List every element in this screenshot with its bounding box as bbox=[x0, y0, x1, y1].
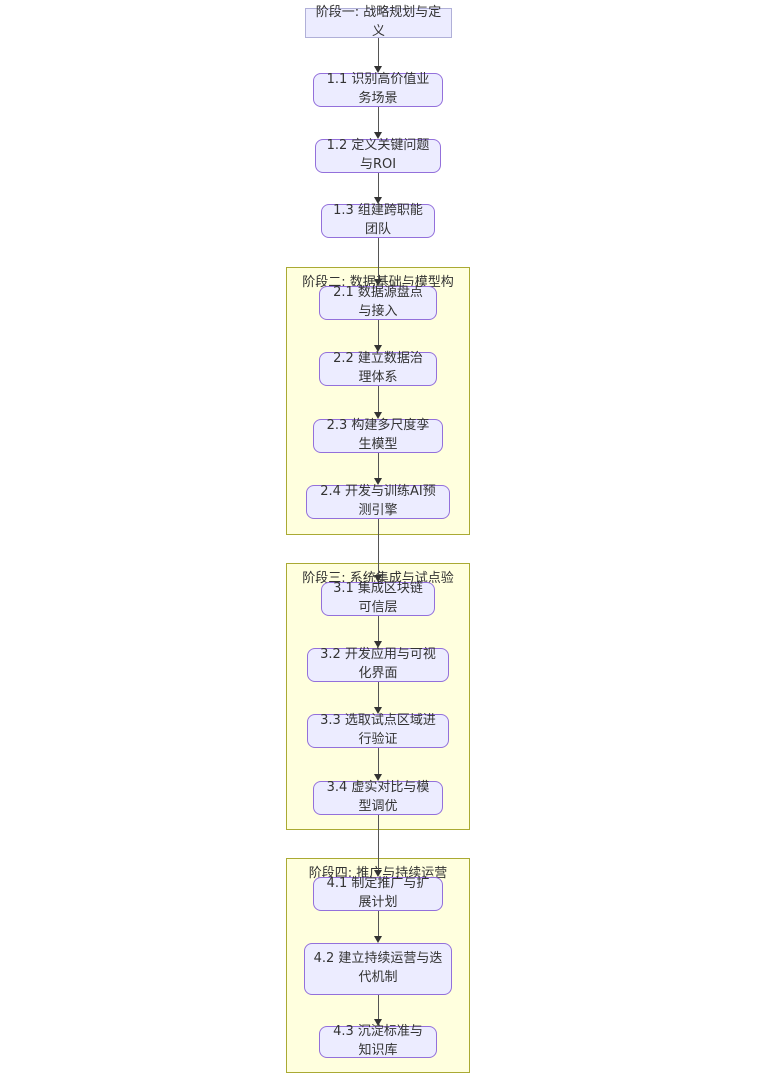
arrow bbox=[374, 452, 383, 485]
arrowhead-icon bbox=[374, 774, 382, 781]
node-1-1: 1.1 识别高价值业务场景 bbox=[313, 72, 443, 107]
node-1-2: 1.2 定义关键问题与ROI bbox=[315, 138, 441, 173]
arrowhead-icon bbox=[374, 197, 382, 204]
arrowhead-icon bbox=[374, 478, 382, 485]
arrowhead-icon bbox=[374, 936, 382, 943]
arrowhead-icon bbox=[374, 279, 382, 286]
arrowhead-icon bbox=[374, 870, 382, 877]
arrowhead-icon bbox=[374, 66, 382, 73]
phase1-title-node: 阶段一: 战略规划与定义 bbox=[305, 5, 452, 39]
arrow bbox=[374, 616, 383, 648]
node-4-1: 4.1 制定推广与扩展计划 bbox=[313, 876, 443, 911]
arrowhead-icon bbox=[374, 641, 382, 648]
arrow bbox=[374, 107, 383, 139]
arrow bbox=[374, 995, 383, 1026]
arrow bbox=[374, 38, 383, 73]
node-3-4: 3.4 虚实对比与模型调优 bbox=[313, 780, 443, 815]
node-2-1: 2.1 数据源盘点与接入 bbox=[319, 285, 437, 320]
arrow bbox=[374, 238, 383, 286]
arrow bbox=[374, 748, 383, 781]
arrow bbox=[374, 386, 383, 419]
arrow bbox=[374, 911, 383, 943]
node-2-2: 2.2 建立数据治理体系 bbox=[319, 351, 437, 386]
arrowhead-icon bbox=[374, 575, 382, 582]
arrowhead-icon bbox=[374, 1019, 382, 1026]
arrowhead-icon bbox=[374, 132, 382, 139]
node-3-2: 3.2 开发应用与可视化界面 bbox=[307, 647, 449, 682]
arrow bbox=[374, 320, 383, 352]
node-4-3: 4.3 沉淀标准与知识库 bbox=[319, 1024, 437, 1058]
node-2-4: 2.4 开发与训练AI预测引擎 bbox=[306, 484, 450, 519]
arrowhead-icon bbox=[374, 345, 382, 352]
arrow bbox=[374, 519, 383, 582]
arrowhead-icon bbox=[374, 412, 382, 419]
arrowhead-icon bbox=[374, 707, 382, 714]
node-3-3: 3.3 选取试点区域进行验证 bbox=[307, 713, 449, 748]
node-2-3: 2.3 构建多尺度孪生模型 bbox=[313, 418, 443, 453]
arrow bbox=[374, 814, 383, 877]
arrow bbox=[374, 682, 383, 714]
node-3-1: 3.1 集成区块链可信层 bbox=[321, 581, 435, 616]
arrow bbox=[374, 172, 383, 204]
node-1-3: 1.3 组建跨职能团队 bbox=[321, 203, 435, 238]
node-4-2: 4.2 建立持续运营与迭代机制 bbox=[304, 943, 452, 995]
